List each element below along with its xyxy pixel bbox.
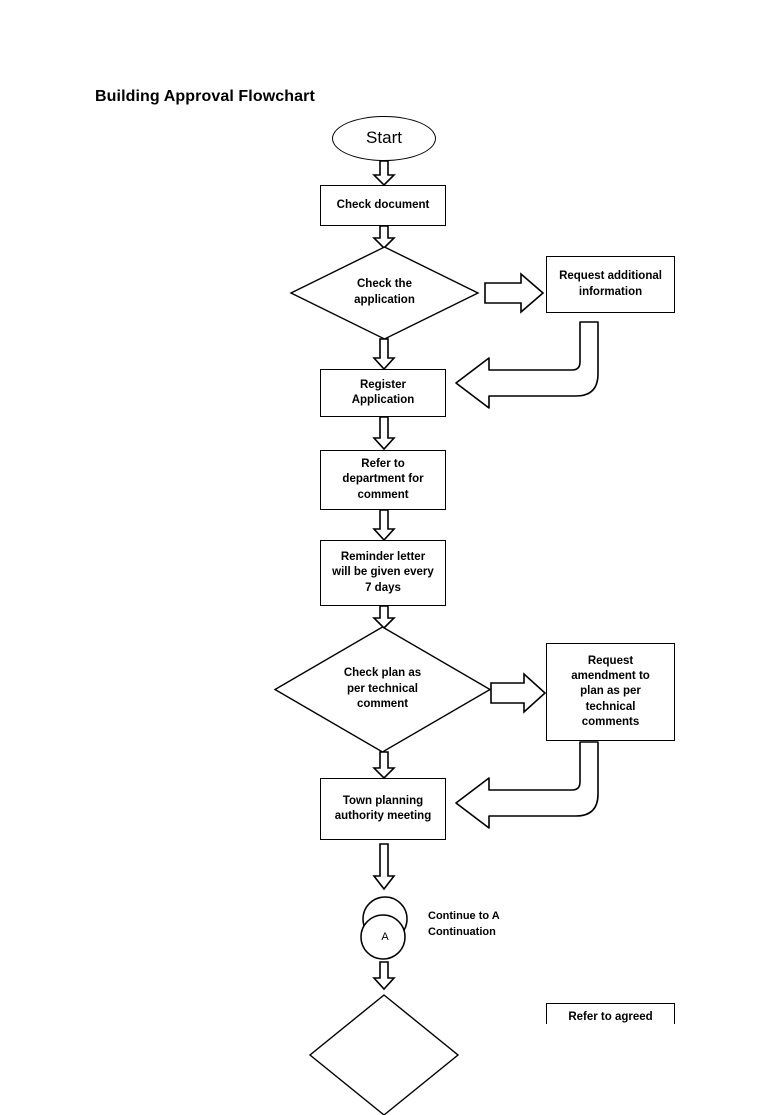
node-check-document[interactable]: Check document [320,185,446,226]
node-reminder-letter[interactable]: Reminder letter will be given every 7 da… [320,540,446,606]
node-connector-a[interactable]: A [358,896,412,964]
page-title: Building Approval Flowchart [95,88,315,105]
arrow-check-plan-to-town-planning [372,751,396,780]
node-register-application-label: Register Application [351,378,415,406]
arrow-request-info-to-register [452,320,612,420]
node-check-plan[interactable]: Check plan as per technical comment [273,626,492,753]
node-request-amendment[interactable]: Request amendment to plan as per technic… [546,643,675,741]
flowchart-canvas: Building Approval Flowchart Start Check … [95,88,675,1115]
node-check-document-label: Check document [336,198,430,211]
node-refer-department-label: Refer to department for comment [342,458,424,501]
node-register-application[interactable]: Register Application [320,369,446,417]
node-reminder-letter-label: Reminder letter will be given every 7 da… [332,551,434,594]
arrow-town-planning-to-connector-a [372,843,396,891]
node-bottom-right-box-label: Refer to agreed [568,1011,653,1023]
arrow-connector-a-to-bottom-decision [372,961,396,991]
arrow-refer-to-reminder [372,509,396,542]
arrow-check-application-to-request-info [484,272,545,314]
arrow-request-amendment-to-town-planning [452,740,612,840]
node-check-application[interactable]: Check the application [289,246,480,340]
node-request-info-label: Request additional information [559,270,662,298]
node-town-planning-label: Town planning authority meeting [334,794,432,822]
node-town-planning[interactable]: Town planning authority meeting [320,778,446,840]
node-request-info[interactable]: Request additional information [546,256,675,313]
node-request-amendment-label: Request amendment to plan as per technic… [571,655,650,728]
arrow-register-to-refer [372,416,396,451]
arrow-reminder-to-check-plan [372,605,396,630]
node-start[interactable]: Start [332,116,436,161]
arrow-check-application-to-register [372,338,396,371]
node-start-label: Start [366,128,402,148]
arrow-start-to-check-document [372,160,396,187]
node-refer-department[interactable]: Refer to department for comment [320,450,446,510]
node-bottom-right-box[interactable]: Refer to agreed [546,1003,675,1024]
arrow-check-plan-to-request-amendment [490,672,547,714]
annotation-continue-to-a: Continue to A Continuation [428,910,500,938]
arrow-check-document-to-check-application [372,225,396,250]
node-connector-a-label: A [381,931,389,943]
node-bottom-decision[interactable] [308,994,460,1115]
